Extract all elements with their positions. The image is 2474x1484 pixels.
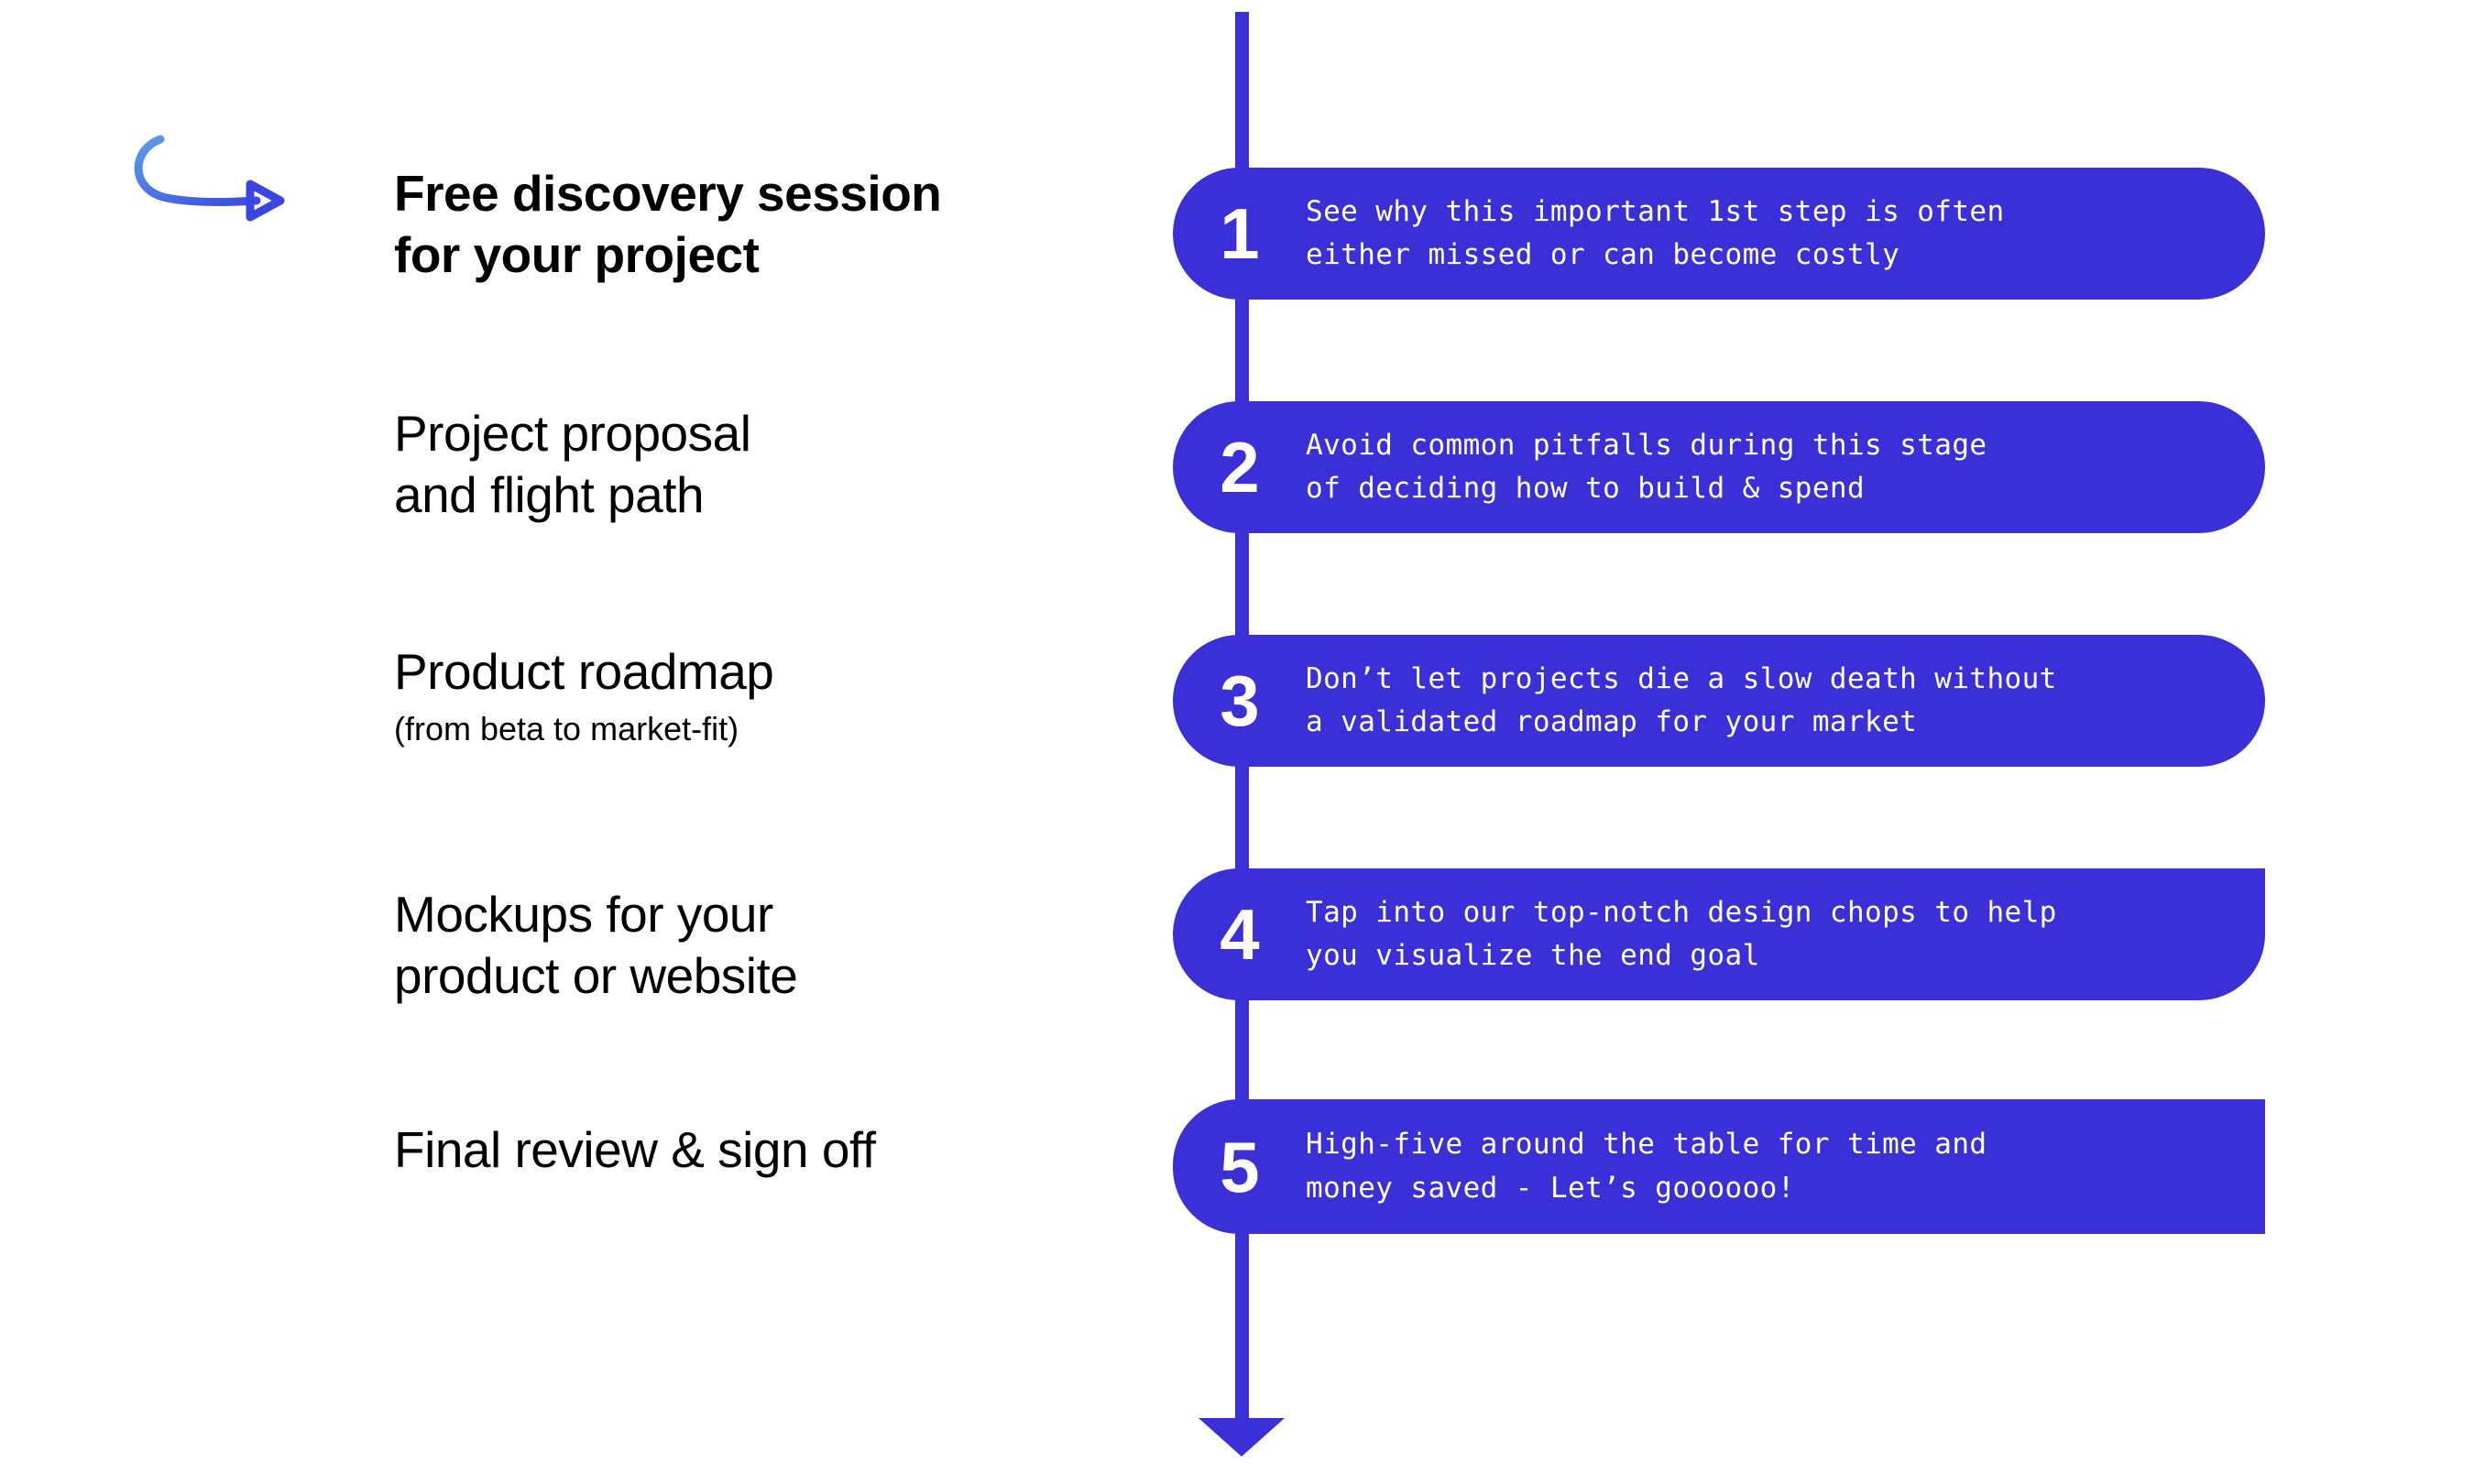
step-card-2[interactable]: 2 Avoid common pitfalls during this stag… — [1173, 401, 2265, 533]
curved-arrow-icon — [128, 128, 321, 229]
step-label-3-title: Product roadmap — [394, 643, 774, 700]
step-description-3: Don’t let projects die a slow death with… — [1306, 661, 2057, 738]
step-description-4: Tap into our top-notch design chops to h… — [1306, 895, 2057, 972]
step-labels-column: Free discovery session for your project … — [0, 0, 1136, 1484]
step-card-3[interactable]: 3 Don’t let projects die a slow death wi… — [1173, 635, 2265, 767]
step-label-3-sublabel: (from beta to market-fit) — [394, 710, 739, 748]
step-number-2: 2 — [1220, 427, 1259, 507]
step-number-1: 1 — [1220, 193, 1259, 274]
step-number-3: 3 — [1220, 660, 1259, 741]
step-label-1: Free discovery session for your project — [394, 163, 942, 286]
step-label-5: Final review & sign off — [394, 1119, 876, 1181]
step-label-2-title: Project proposal and flight path — [394, 405, 751, 524]
step-label-5-title: Final review & sign off — [394, 1121, 876, 1178]
arrow-down-icon — [1199, 1418, 1285, 1457]
step-card-4[interactable]: 4 Tap into our top-notch design chops to… — [1173, 868, 2265, 1000]
step-label-1-title: Free discovery session for your project — [394, 165, 942, 284]
step-card-5[interactable]: 5 High-five around the table for time an… — [1173, 1099, 2265, 1234]
step-description-1: See why this important 1st step is often… — [1306, 194, 2005, 271]
step-description-5: High-five around the table for time and … — [1306, 1128, 1987, 1205]
step-number-4: 4 — [1220, 894, 1259, 975]
step-label-2: Project proposal and flight path — [394, 403, 751, 526]
step-number-5: 5 — [1220, 1126, 1259, 1207]
step-description-2: Avoid common pitfalls during this stage … — [1306, 428, 1987, 505]
step-label-4-title: Mockups for your product or website — [394, 886, 798, 1005]
step-card-1[interactable]: 1 See why this important 1st step is oft… — [1173, 168, 2265, 300]
step-label-3: Product roadmap (from beta to market-fit… — [394, 641, 774, 749]
step-label-4: Mockups for your product or website — [394, 884, 798, 1007]
